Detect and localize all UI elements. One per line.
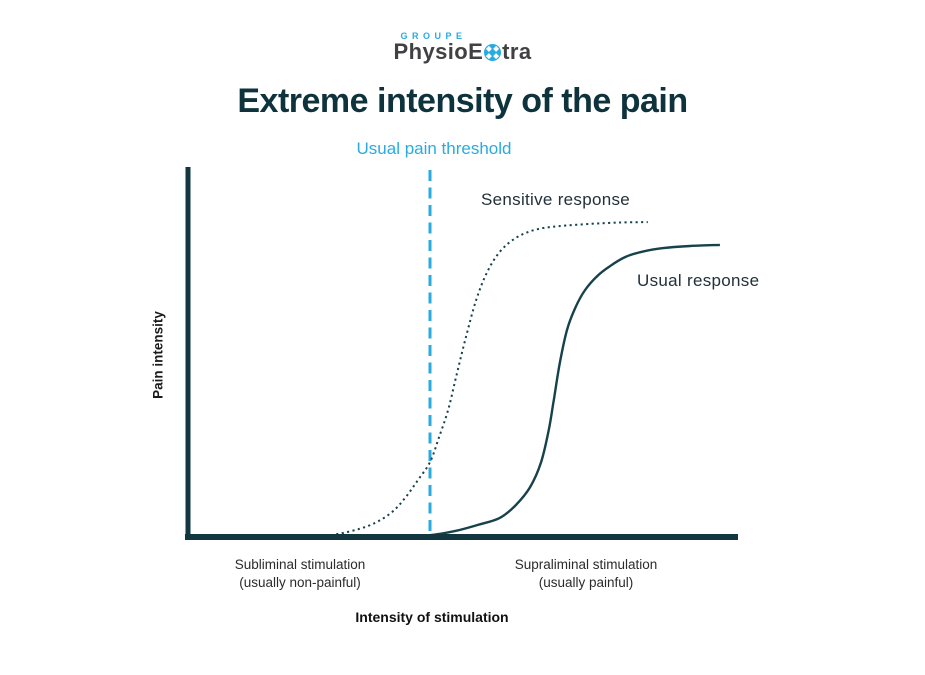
supraliminal-region-label: Supraliminal stimulation (usually painfu… bbox=[515, 556, 658, 591]
usual-response-curve bbox=[377, 243, 720, 538]
subliminal-line1: Subliminal stimulation bbox=[234, 557, 366, 572]
page-title: Extreme intensity of the pain bbox=[237, 82, 688, 120]
logo-brand-suffix: tra bbox=[502, 39, 532, 64]
usual-response-label: Usual response bbox=[637, 271, 760, 290]
subliminal-region-label: Subliminal stimulation (usually non-pain… bbox=[235, 556, 366, 591]
logo-groupe-text: GROUPE bbox=[400, 31, 467, 41]
x-axis-title: Intensity of stimulation bbox=[355, 609, 509, 625]
logo-brand-text: PhysioE tra bbox=[393, 39, 532, 64]
y-axis-title: Pain intensity bbox=[150, 311, 166, 399]
sensitive-response-curve bbox=[319, 221, 648, 538]
x-compass-icon bbox=[484, 44, 502, 61]
threshold-label: Usual pain threshold bbox=[356, 139, 512, 158]
supraliminal-line1: Supraliminal stimulation bbox=[514, 557, 658, 572]
subliminal-line2: (usually non-painful) bbox=[239, 574, 361, 590]
logo-brand-prefix: PhysioE bbox=[393, 39, 484, 64]
supraliminal-line2: (usually painful) bbox=[538, 574, 634, 590]
sensitive-response-label: Sensitive response bbox=[481, 190, 631, 209]
brand-logo: GROUPE PhysioE tra bbox=[0, 31, 925, 64]
